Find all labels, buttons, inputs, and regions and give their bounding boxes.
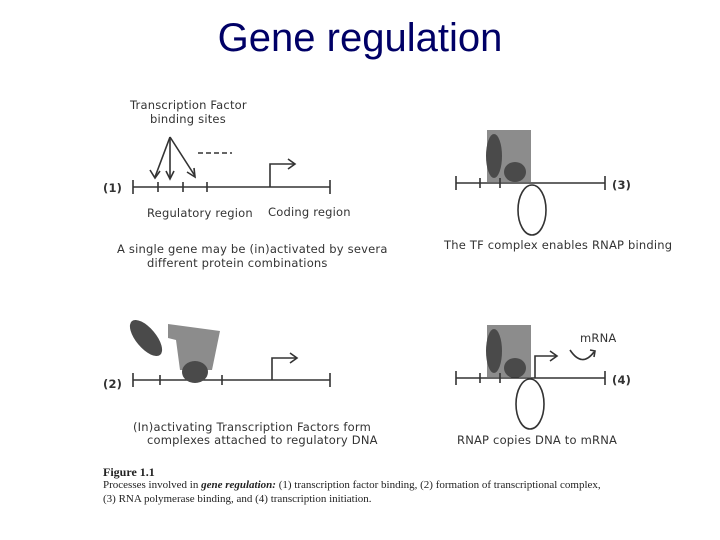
panel-3 (455, 130, 606, 236)
binding-site-arrow (154, 136, 171, 178)
figure-caption-line2: (3) RNA polymerase binding, and (4) tran… (103, 493, 372, 505)
panel-4 (455, 325, 606, 430)
figure-caption-line1: Processes involved in gene regulation: (… (103, 479, 601, 492)
panel-3-number: (3) (612, 178, 632, 192)
rnap-binding-protein (504, 358, 526, 378)
figure-caption-rest: (1) transcription factor binding, (2) fo… (275, 479, 601, 491)
rna-polymerase (517, 184, 547, 236)
transcription-start-arrow (534, 355, 556, 378)
transcription-start-arrow (271, 357, 296, 380)
panel-1-number: (1) (103, 181, 123, 195)
coding-region-label: Coding region (268, 205, 351, 219)
panel-4-caption: RNAP copies DNA to mRNA (457, 433, 618, 447)
panel-1 (132, 136, 331, 194)
rnap-binding-protein (504, 162, 526, 182)
tf-binding-sites-label-line2: binding sites (150, 112, 226, 126)
panel-3-caption: The TF complex enables RNAP binding (444, 238, 673, 252)
tf-protein (486, 329, 502, 373)
figure-caption-emphasis: gene regulation: (201, 479, 276, 491)
panel-4-number: (4) (612, 373, 632, 387)
mrna-curl (569, 349, 595, 361)
tf-complex (168, 324, 220, 370)
tf-bound-protein (182, 361, 208, 383)
panel-1-note-line1: A single gene may be (in)activated by se… (117, 242, 388, 256)
figure-caption-lead: Processes involved in (103, 479, 202, 491)
tf-binding-sites-label-line1: Transcription Factor (130, 98, 247, 112)
mrna-label: mRNA (580, 331, 617, 345)
tf-protein (486, 134, 502, 178)
figure-caption-title: Figure 1.1 (103, 465, 155, 479)
binding-site-arrow (169, 136, 196, 177)
regulatory-region-label: Regulatory region (147, 206, 253, 220)
panel-2-caption-line1: (In)activating Transcription Factors for… (133, 420, 372, 434)
panel-2-caption-line2: complexes attached to regulatory DNA (147, 433, 378, 447)
rna-polymerase (515, 378, 545, 430)
activating-tf-protein (129, 319, 163, 357)
transcription-start-arrow (269, 163, 294, 187)
slide-title: Gene regulation (217, 16, 503, 60)
panel-1-note-line2: different protein combinations (147, 256, 328, 270)
panel-2 (129, 319, 331, 387)
panel-2-number: (2) (103, 377, 123, 391)
